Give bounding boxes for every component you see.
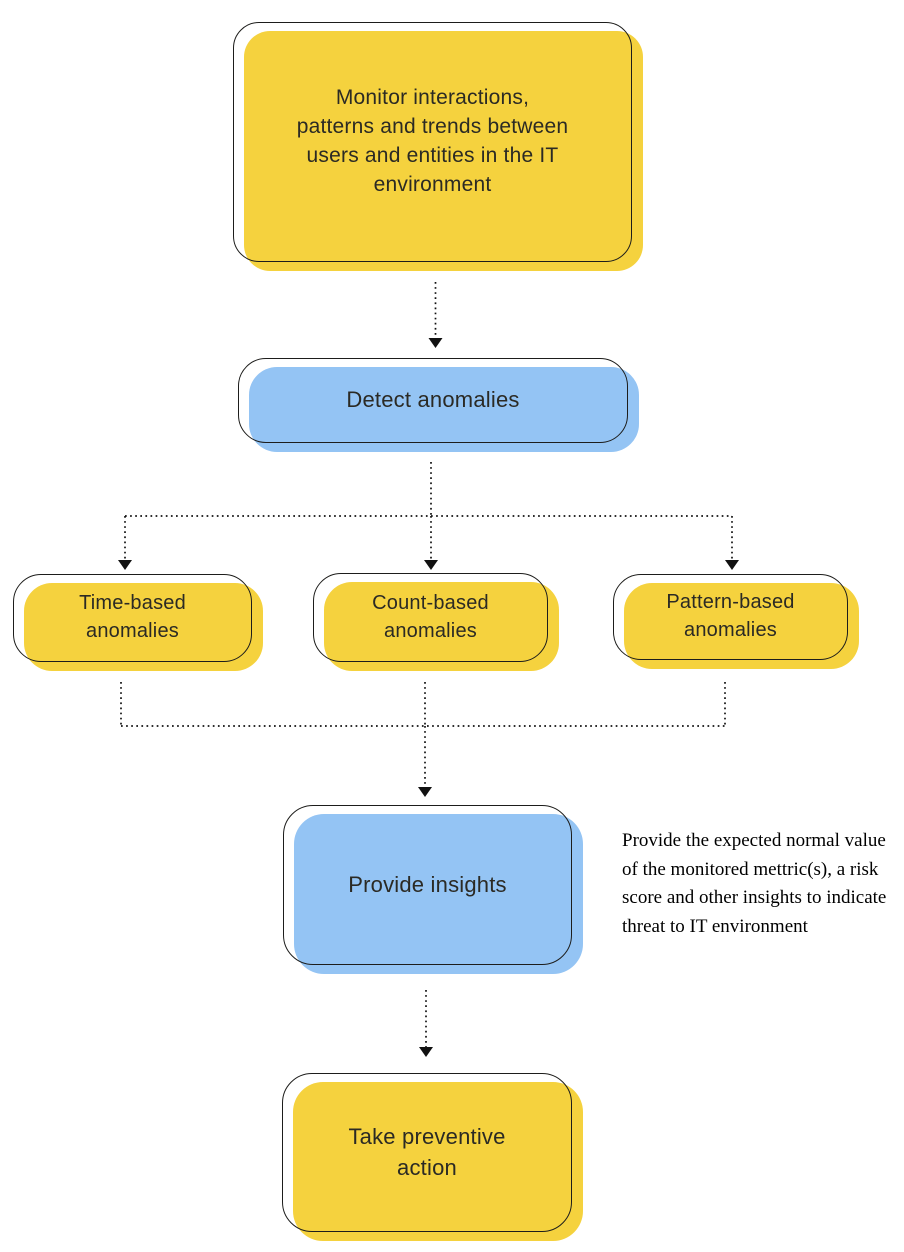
insights-annotation-text: Provide the expected normal value of the…: [622, 830, 887, 937]
node-time-based-anomalies: Time-based anomalies: [13, 574, 263, 671]
node-provide-insights-fill: [294, 814, 583, 974]
node-provide-insights: Provide insights: [283, 805, 583, 974]
node-monitor: Monitor interactions, patterns and trend…: [233, 22, 643, 271]
node-detect-anomalies-label: Detect anomalies: [346, 387, 520, 413]
arrow-insights-to-action: [419, 990, 433, 1057]
node-time-based-anomalies-fill: [24, 583, 263, 671]
arrow-branch-to-count-based: [424, 516, 438, 570]
node-detect-anomalies-fill: [249, 367, 639, 452]
node-count-based-anomalies: Count-based anomalies: [313, 573, 559, 671]
node-time-based-anomalies-label: Time-based anomalies: [79, 592, 186, 642]
arrowhead-icon: [424, 560, 438, 570]
node-time-based-anomalies-outline: Time-based anomalies: [13, 574, 252, 662]
node-count-based-anomalies-fill: [324, 582, 559, 671]
node-pattern-based-anomalies: Pattern-based anomalies: [613, 574, 859, 669]
node-count-based-anomalies-label: Count-based anomalies: [372, 591, 489, 642]
node-detect-anomalies: Detect anomalies: [238, 358, 639, 452]
arrowhead-icon: [418, 787, 432, 797]
node-count-based-anomalies-outline: Count-based anomalies: [313, 573, 548, 662]
arrow-branch-to-time-based: [118, 516, 132, 570]
node-provide-insights-label: Provide insights: [348, 871, 507, 897]
arrowhead-icon: [118, 560, 132, 570]
node-pattern-based-anomalies-label: Pattern-based anomalies: [666, 591, 795, 641]
arrowhead-icon: [419, 1047, 433, 1057]
node-monitor-fill: [244, 31, 643, 271]
node-take-preventive-action-label: Take preventive action: [348, 1124, 506, 1180]
connector-detect-to-branch: [125, 462, 732, 517]
node-detect-anomalies-outline: Detect anomalies: [238, 358, 628, 443]
arrow-monitor-to-detect: [428, 282, 443, 348]
node-take-preventive-action: Take preventive action: [282, 1073, 583, 1241]
node-pattern-based-anomalies-outline: Pattern-based anomalies: [613, 574, 848, 660]
node-pattern-based-anomalies-fill: [624, 583, 859, 669]
node-monitor-outline: Monitor interactions, patterns and trend…: [233, 22, 632, 262]
connector-merge-rail: [120, 682, 726, 727]
arrowhead-icon: [725, 560, 739, 570]
node-take-preventive-action-fill: [293, 1082, 583, 1241]
arrow-branch-to-pattern-based: [725, 516, 739, 570]
node-provide-insights-outline: Provide insights: [283, 805, 572, 965]
node-take-preventive-action-outline: Take preventive action: [282, 1073, 572, 1232]
node-monitor-label: Monitor interactions, patterns and trend…: [296, 86, 569, 196]
arrow-merge-to-insights: [418, 726, 432, 797]
arrowhead-icon: [428, 338, 443, 348]
